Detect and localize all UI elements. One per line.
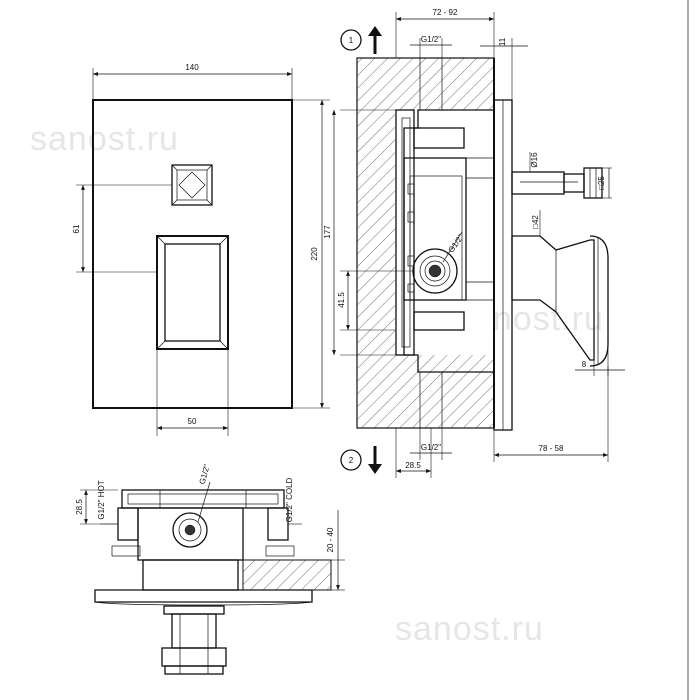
valve-box (395, 57, 494, 429)
faceplate (92, 99, 293, 409)
cold-inlet-label: G1/2" COLD (285, 477, 294, 522)
dim-inner-height-label: 177 (323, 225, 332, 239)
outlet-2-label: 2 (349, 456, 354, 465)
diverter-knob (171, 164, 213, 206)
outlet-1-marker: 1 (340, 26, 382, 54)
side-view: 72 - 92 G1/2" 11 177 41.5 G1/2" Ø16 □25 (323, 8, 625, 478)
dim-height-label: 220 (310, 247, 319, 261)
dim-width-label: 140 (185, 63, 199, 72)
dim-offset-top-label: 11 (498, 37, 507, 46)
bottom-lever (161, 605, 227, 675)
bottom-view: 28.5 G1/2" HOT G1/2" COLD G1/2" 20 - 40 (75, 463, 345, 675)
dim-nut-square-label: □25 (597, 176, 606, 190)
dim-cap-square-label: □42 (531, 215, 540, 229)
hot-inlet (117, 507, 139, 541)
watermark-bottom: sanost.ru (395, 610, 544, 648)
dim-plate-thickness-label: 8 (582, 360, 587, 369)
hot-inlet-label: G1/2" HOT (97, 480, 106, 519)
top-pipe (419, 57, 443, 111)
outlet-2-marker: 2 (340, 446, 382, 474)
outlet-1-label: 1 (349, 36, 354, 45)
dim-handle-offset-label: 61 (72, 224, 81, 233)
watermark-top: sanost.ru (30, 120, 179, 158)
dim-connector-label: 41.5 (337, 292, 346, 308)
bottom-cover-plate (94, 589, 313, 603)
dim-pipe-diameter-label: Ø16 (530, 152, 539, 168)
center-connector (172, 512, 208, 548)
dim-depth-label: 72 - 92 (433, 8, 458, 17)
dim-hot-offset-label: 28.5 (75, 499, 84, 515)
wall-bottom-section (242, 559, 332, 591)
dim-lever-width-label: 50 (188, 417, 197, 426)
dim-bottom-offset-label: 28.5 (405, 461, 421, 470)
dim-wall-range-label: 20 - 40 (326, 527, 335, 552)
center-thread-label: G1/2" (198, 463, 212, 485)
knob-stem (511, 167, 603, 199)
front-view: 140 220 61 50 (72, 63, 330, 436)
dim-outer-depth-label: 78 - 58 (539, 444, 564, 453)
mixer-lever (156, 235, 229, 350)
dim-thread-top-label: G1/2" (421, 35, 441, 44)
